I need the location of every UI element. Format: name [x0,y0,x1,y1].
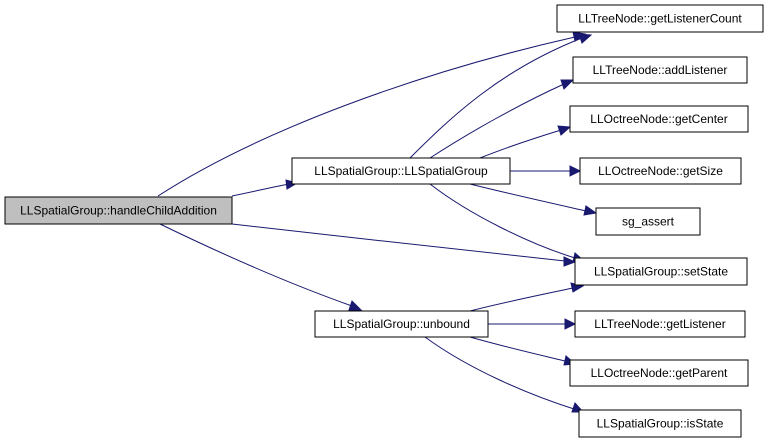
node-getlistener[interactable]: LLTreeNode::getListener [574,310,746,338]
node-label-unbound: LLSpatialGroup::unbound [333,317,470,331]
graph-edges [157,31,598,413]
node-getsize[interactable]: LLOctreeNode::getSize [579,157,742,185]
node-label-sg-assert: sg_assert [622,215,675,229]
node-addlistener[interactable]: LLTreeNode::addListener [572,56,748,84]
node-getlistenercount[interactable]: LLTreeNode::getListenerCount [556,4,764,33]
node-llspatialgroup[interactable]: LLSpatialGroup::LLSpatialGroup [291,157,511,185]
edge-llspatialgroup-to-getsize [510,165,582,177]
node-handlechildaddition[interactable]: LLSpatialGroup::handleChildAddition [4,196,233,225]
edge-unbound-to-getlistener [488,318,577,330]
node-label-isstate: LLSpatialGroup::isState [597,417,724,431]
edge-handlechildaddition-to-llspatialgroup [231,179,299,197]
node-label-getlistenercount: LLTreeNode::getListenerCount [578,12,742,26]
edge-unbound-to-isstate [424,336,585,413]
node-isstate[interactable]: LLSpatialGroup::isState [578,409,742,438]
edge-handlechildaddition-to-unbound [159,223,363,311]
node-label-getsize: LLOctreeNode::getSize [598,164,723,178]
edge-llspatialgroup-to-addlistener [429,79,575,159]
node-label-getcenter: LLOctreeNode::getCenter [590,112,727,126]
edge-llspatialgroup-to-sg-assert [469,183,598,216]
edge-llspatialgroup-to-getlistenercount [409,33,593,159]
node-sg-assert[interactable]: sg_assert [595,207,701,236]
node-label-addlistener: LLTreeNode::addListener [593,63,728,77]
edge-handlechildaddition-to-setstate [231,223,577,267]
edge-llspatialgroup-to-setstate [429,183,586,263]
graph-nodes: LLSpatialGroup::handleChildAddition LLSp… [4,4,764,438]
node-getparent[interactable]: LLOctreeNode::getParent [569,359,749,387]
node-label-getlistener: LLTreeNode::getListener [594,317,725,331]
node-label-handlechildaddition: LLSpatialGroup::handleChildAddition [20,204,217,218]
edge-llspatialgroup-to-getcenter [479,125,572,159]
node-label-llspatialgroup: LLSpatialGroup::LLSpatialGroup [314,164,488,178]
node-unbound[interactable]: LLSpatialGroup::unbound [314,310,489,338]
node-label-getparent: LLOctreeNode::getParent [591,366,728,380]
node-label-setstate: LLSpatialGroup::setState [594,265,728,279]
edge-unbound-to-getparent [469,336,577,366]
node-setstate[interactable]: LLSpatialGroup::setState [574,257,748,286]
node-getcenter[interactable]: LLOctreeNode::getCenter [569,105,749,133]
edge-unbound-to-setstate [469,282,585,312]
